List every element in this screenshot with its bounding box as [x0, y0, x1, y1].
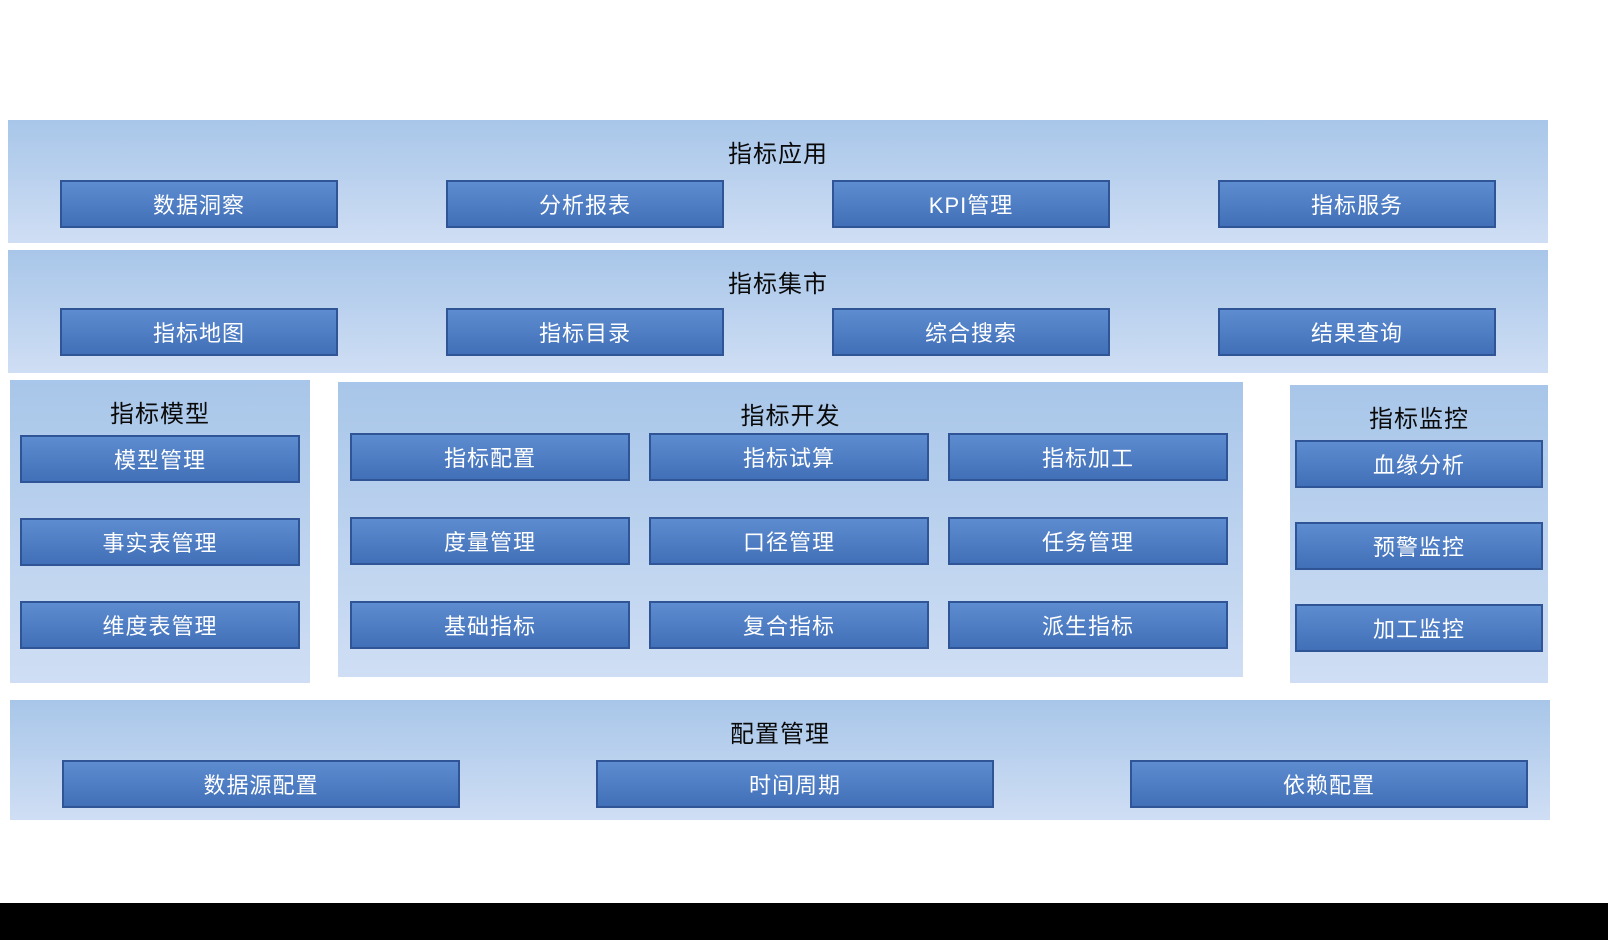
panel-indicator-monitoring: 指标监控 血缘分析 预警监控 加工监控	[1290, 385, 1548, 683]
box-indicator-trial-calc: 指标试算	[649, 433, 929, 481]
box-datasource-config: 数据源配置	[62, 760, 460, 808]
box-dimension-table-management: 维度表管理	[20, 601, 300, 649]
box-indicator-catalog: 指标目录	[446, 308, 724, 356]
panel-indicator-application: 指标应用 数据洞察 分析报表 KPI管理 指标服务	[8, 120, 1548, 243]
mart-item-row: 指标地图 指标目录 综合搜索 结果查询	[60, 308, 1496, 356]
box-analysis-report: 分析报表	[446, 180, 724, 228]
box-indicator-config: 指标配置	[350, 433, 630, 481]
box-lineage-analysis: 血缘分析	[1295, 440, 1543, 488]
panel-indicator-mart: 指标集市 指标地图 指标目录 综合搜索 结果查询	[8, 250, 1548, 373]
panel-title-indicator-application: 指标应用	[728, 141, 828, 168]
box-processing-monitoring: 加工监控	[1295, 604, 1543, 652]
panel-title-config-management: 配置管理	[730, 721, 830, 748]
panel-indicator-development: 指标开发 指标配置 指标试算 指标加工 度量管理 口径管理 任务管理 基础指标 …	[338, 382, 1243, 677]
box-alert-monitoring: 预警监控	[1295, 522, 1543, 570]
box-fact-table-management: 事实表管理	[20, 518, 300, 566]
box-data-insight: 数据洞察	[60, 180, 338, 228]
box-indicator-processing: 指标加工	[948, 433, 1228, 481]
app-item-row: 数据洞察 分析报表 KPI管理 指标服务	[60, 180, 1496, 228]
box-basic-indicator: 基础指标	[350, 601, 630, 649]
box-model-management: 模型管理	[20, 435, 300, 483]
box-comprehensive-search: 综合搜索	[832, 308, 1110, 356]
panel-indicator-model: 指标模型 模型管理 事实表管理 维度表管理	[10, 380, 310, 683]
model-item-column: 模型管理 事实表管理 维度表管理	[20, 435, 300, 649]
box-measure-management: 度量管理	[350, 517, 630, 565]
box-result-query: 结果查询	[1218, 308, 1496, 356]
box-kpi-management: KPI管理	[832, 180, 1110, 228]
bottom-black-bar	[0, 903, 1608, 940]
box-indicator-service: 指标服务	[1218, 180, 1496, 228]
panel-title-indicator-development: 指标开发	[740, 403, 841, 430]
monitor-item-column: 血缘分析 预警监控 加工监控	[1295, 440, 1543, 652]
config-item-row: 数据源配置 时间周期 依赖配置	[62, 760, 1528, 808]
box-dependency-config: 依赖配置	[1130, 760, 1528, 808]
panel-title-indicator-monitoring: 指标监控	[1369, 406, 1469, 433]
box-task-management: 任务管理	[948, 517, 1228, 565]
panel-title-indicator-mart: 指标集市	[728, 271, 828, 298]
box-composite-indicator: 复合指标	[649, 601, 929, 649]
panel-title-indicator-model: 指标模型	[110, 401, 210, 428]
box-derived-indicator: 派生指标	[948, 601, 1228, 649]
box-time-period: 时间周期	[596, 760, 994, 808]
box-caliber-management: 口径管理	[649, 517, 929, 565]
dev-item-grid: 指标配置 指标试算 指标加工 度量管理 口径管理 任务管理 基础指标 复合指标 …	[350, 433, 1228, 649]
panel-config-management: 配置管理 数据源配置 时间周期 依赖配置	[10, 700, 1550, 820]
box-indicator-map: 指标地图	[60, 308, 338, 356]
